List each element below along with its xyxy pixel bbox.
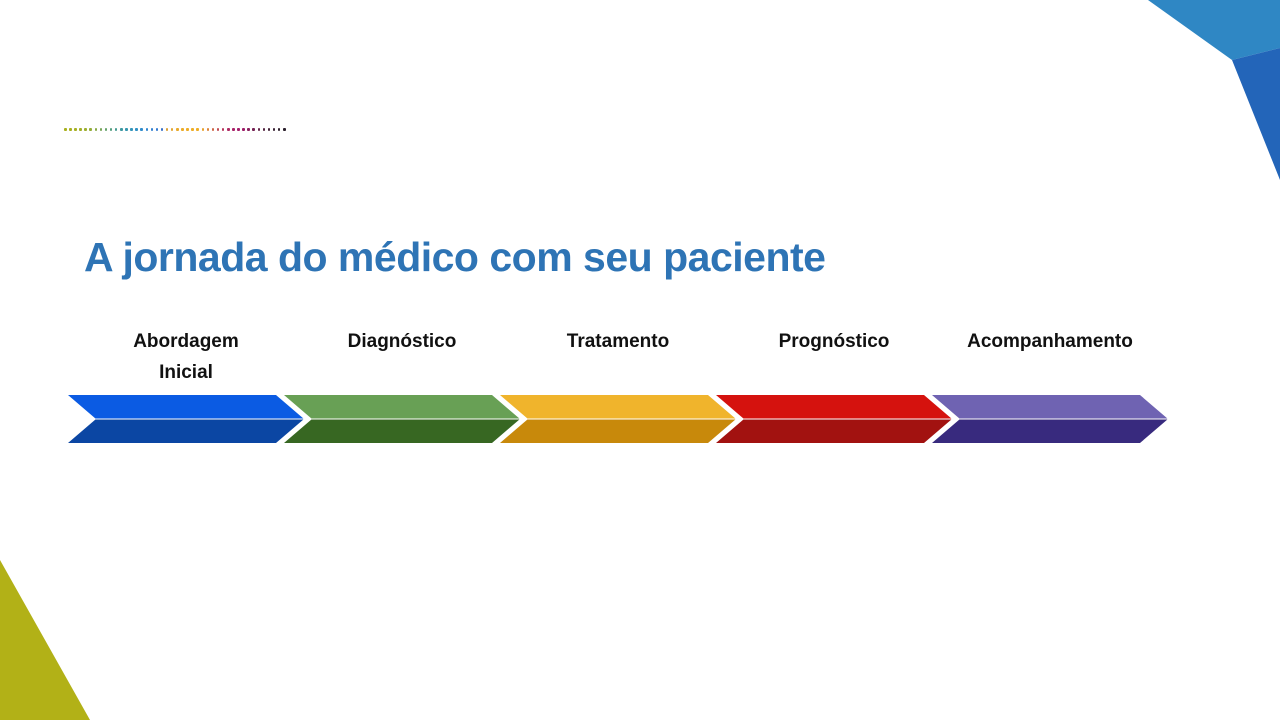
decorative-dot [247, 128, 250, 131]
decorative-dot [84, 128, 87, 131]
decorative-dot [211, 128, 215, 131]
decorative-dot [150, 128, 154, 131]
process-chevron [716, 395, 952, 443]
decorative-dot [227, 128, 230, 131]
decorative-dot [109, 128, 113, 131]
decorative-dot [242, 128, 245, 131]
decorative-dot [272, 128, 276, 131]
process-chevron [68, 395, 304, 443]
corner-triangle-light-blue [1148, 0, 1280, 60]
decorative-dot [181, 128, 184, 131]
decorative-dot [252, 128, 255, 131]
stage-label: Acompanhamento [967, 331, 1133, 352]
decorative-dot [99, 128, 103, 131]
slide-title: A jornada do médico com seu paciente [84, 234, 826, 280]
decorative-dot [216, 128, 220, 131]
decorative-dot [165, 128, 169, 131]
corner-triangle-chartreuse [0, 560, 90, 720]
corner-triangle-dark-blue [1232, 48, 1280, 180]
decorative-dot [221, 128, 225, 131]
process-chevron [284, 395, 520, 443]
decorative-dot [135, 128, 138, 131]
decorative-dot [104, 128, 108, 131]
decorative-dot [267, 128, 271, 131]
decorative-dot [191, 128, 194, 131]
decorative-dot [130, 128, 133, 131]
stage-label: Diagnóstico [347, 331, 457, 352]
stage-label: Prognóstico [778, 331, 890, 352]
stage-label: Tratamento [566, 331, 670, 352]
decorative-dot [283, 128, 286, 131]
decorative-dot [120, 128, 123, 131]
decorative-dot [64, 128, 67, 131]
decorative-dot [160, 128, 164, 131]
decorative-dot [94, 128, 98, 131]
decorative-dot [257, 128, 261, 131]
decorative-dot [176, 128, 179, 131]
decorative-dot [89, 128, 92, 131]
decorative-dot [186, 128, 189, 131]
decorative-dot [170, 128, 174, 131]
decorative-dot [201, 128, 205, 131]
decorative-dot [237, 128, 240, 131]
decorative-dot [232, 128, 235, 131]
decorative-dot [74, 128, 77, 131]
decorative-dot [196, 128, 199, 131]
corner-decoration-top-right [1148, 0, 1280, 180]
decorative-dot [140, 128, 143, 131]
decorative-dot [206, 128, 210, 131]
decorative-dot [145, 128, 148, 131]
decorative-dot [155, 128, 159, 131]
stage-label: Abordagem Inicial [133, 331, 239, 383]
corner-decoration-bottom-left [0, 560, 90, 720]
process-diagram: Abordagem Inicial Diagnóstico Tratamento Pr… [68, 326, 1168, 446]
decorative-dotted-line [64, 128, 286, 131]
process-chevron [932, 395, 1168, 443]
decorative-dot [125, 128, 128, 131]
decorative-dot [69, 128, 72, 131]
decorative-dot [79, 128, 82, 131]
decorative-dot [114, 128, 118, 131]
process-chevron [500, 395, 736, 443]
decorative-dot [262, 128, 266, 131]
decorative-dot [277, 128, 281, 131]
